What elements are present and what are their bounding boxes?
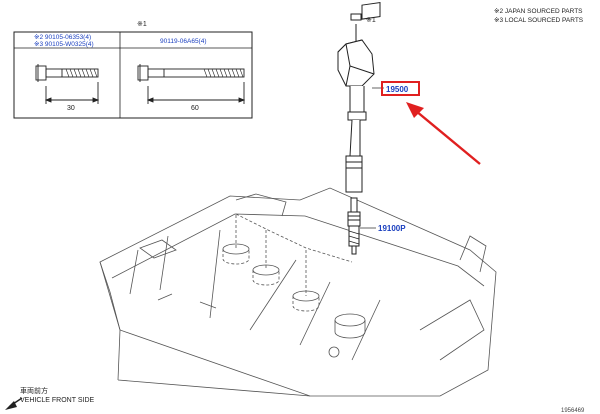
legend-japan-sourced: ※2 JAPAN SOURCED PARTS bbox=[494, 8, 583, 15]
short-bolt-part-japan[interactable]: ※2 90105-06353(4) bbox=[34, 34, 91, 41]
table-note-marker: ※1 bbox=[137, 21, 147, 28]
coil-part-number[interactable]: 19500 bbox=[386, 85, 409, 94]
vehicle-front-label-jp: 車両前方 bbox=[20, 386, 48, 395]
long-bolt-length: 60 bbox=[191, 105, 199, 112]
bolt-table: ※2 90105-06353(4) ※3 90105-W0325(4) 9011… bbox=[13, 31, 253, 119]
short-bolt-length: 30 bbox=[67, 105, 75, 112]
spark-plug-part-number[interactable]: 19100P bbox=[378, 224, 406, 233]
coil-bolt-note-marker: ※1 bbox=[366, 17, 376, 24]
vehicle-front-label-en: VEHICLE FRONT SIDE bbox=[20, 397, 94, 404]
ignition-coil[interactable] bbox=[337, 2, 381, 193]
spark-plug[interactable] bbox=[347, 197, 361, 255]
coil-highlight-box bbox=[381, 81, 420, 96]
short-bolt-drawing bbox=[35, 64, 100, 104]
figure-id: 1956469 bbox=[561, 408, 585, 414]
long-bolt-part-number[interactable]: 90119-06A65(4) bbox=[160, 38, 207, 45]
vehicle-front-arrow-icon bbox=[5, 397, 23, 410]
legend-local-sourced: ※3 LOCAL SOURCED PARTS bbox=[494, 17, 584, 24]
red-arrow-icon bbox=[406, 102, 481, 165]
long-bolt-drawing bbox=[137, 64, 246, 104]
engine-cylinder-head bbox=[99, 187, 497, 397]
short-bolt-part-local[interactable]: ※3 90105-W0325(4) bbox=[34, 41, 94, 48]
